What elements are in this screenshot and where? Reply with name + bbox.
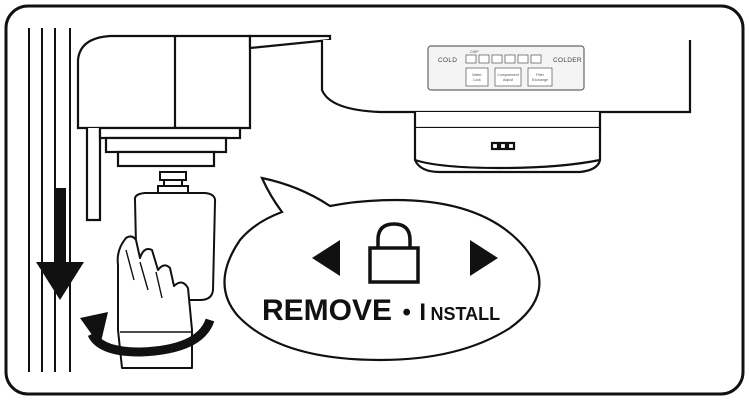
water-lock-button[interactable]: Water Lock [465, 67, 489, 87]
water-lock-line1: Water [472, 73, 482, 77]
panel-top-mark: CHIP [470, 50, 479, 54]
padlock-icon [368, 222, 420, 284]
control-panel: COLD COLDER CHIP Water Lock Compartment … [427, 45, 585, 91]
cold-label: COLD [438, 57, 457, 64]
colder-label: COLDER [553, 57, 582, 64]
remove-install-label: REMOVE • I NSTALL [262, 294, 500, 327]
callout-bubble [223, 176, 541, 362]
rotate-arrow-icon [80, 312, 215, 357]
hand-icon [116, 235, 193, 369]
filter-exchange-line1: Filter [536, 73, 545, 77]
triangle-left-icon [312, 240, 340, 276]
filter-exchange-button[interactable]: Filter Exchange [527, 67, 553, 87]
arrow-down-icon [36, 188, 84, 300]
separator-text: • [402, 299, 410, 326]
remove-text: REMOVE [262, 294, 392, 327]
install-first-letter: I [419, 299, 426, 326]
temperature-indicator[interactable] [465, 54, 542, 64]
install-rest-text: NSTALL [430, 304, 500, 324]
water-lock-line2: Lock [473, 78, 481, 82]
triangle-right-icon [470, 240, 498, 276]
compartment-adjust-button[interactable]: Compartment Adjust [494, 67, 522, 87]
compartment-adjust-line1: Compartment [497, 73, 519, 77]
filter-exchange-line2: Exchange [532, 78, 548, 82]
compartment-adjust-line2: Adjust [503, 78, 513, 82]
filter-housing [76, 34, 332, 222]
